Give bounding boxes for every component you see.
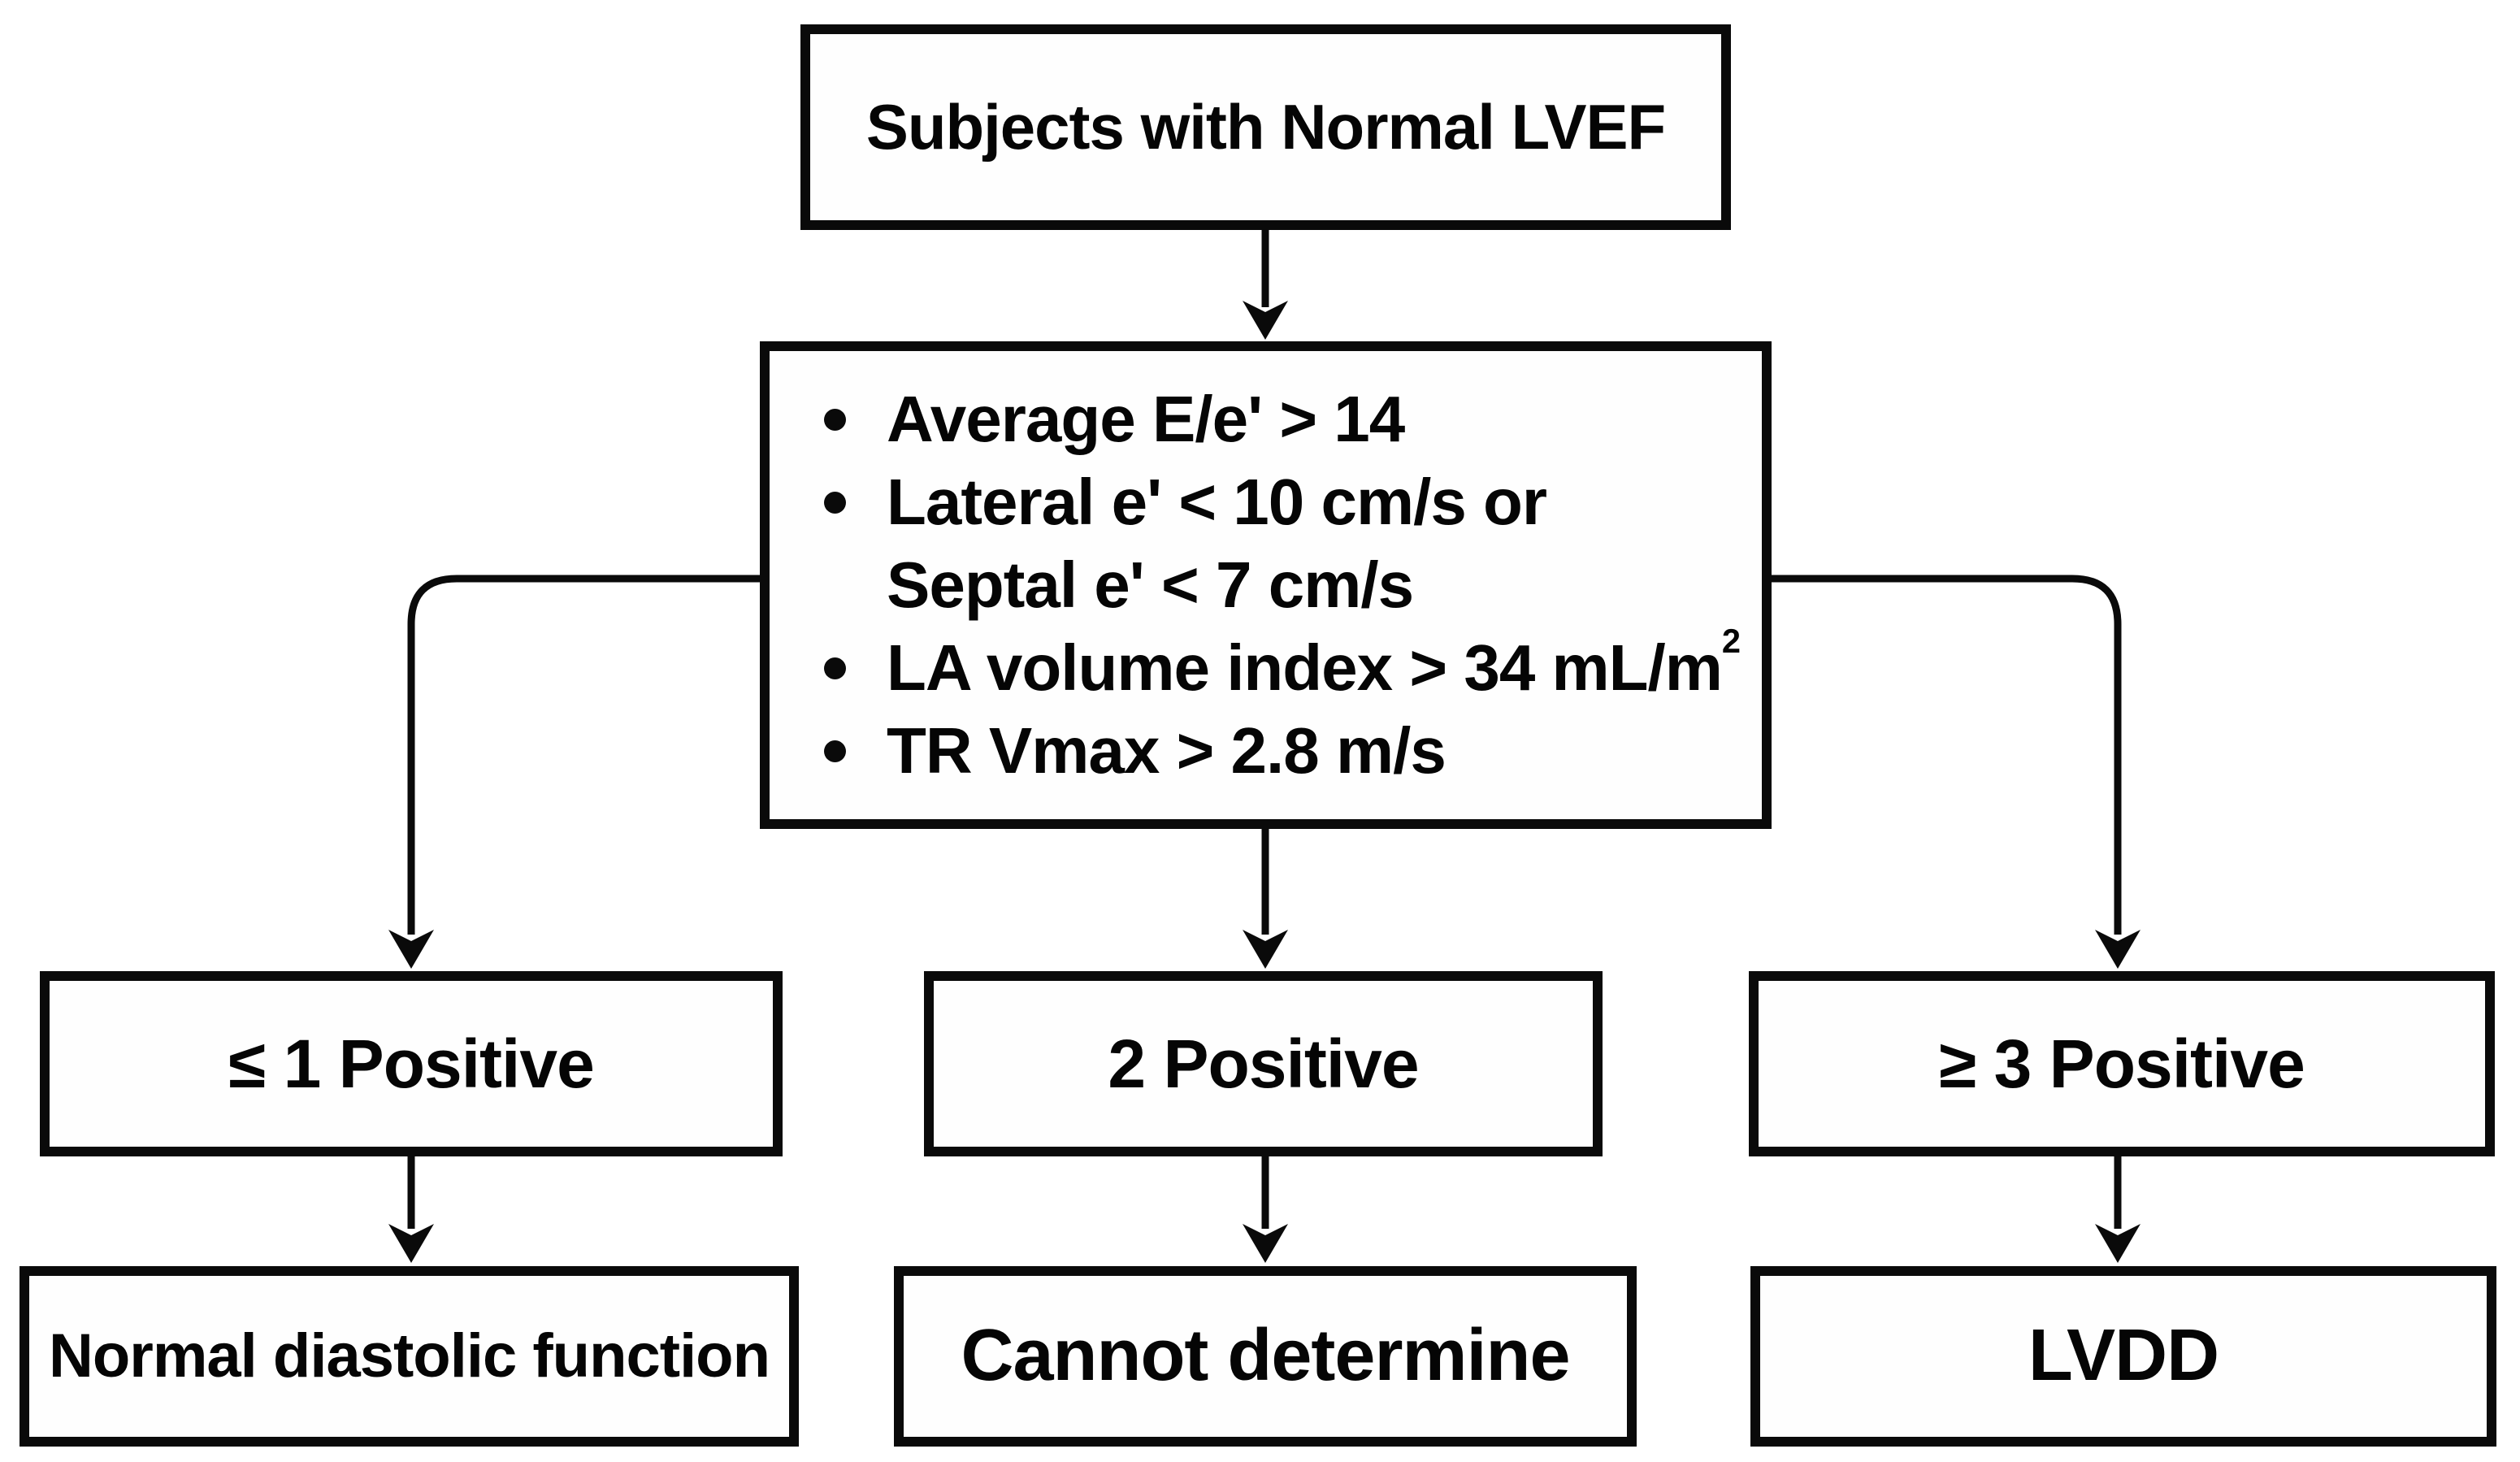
node-normal-diastolic-function-label: Normal diastolic function: [48, 1321, 770, 1391]
node-subjects-label: Subjects with Normal LVEF: [865, 90, 1666, 163]
node-cannot-determine: Cannot determine: [894, 1266, 1637, 1447]
arrowhead-criteria-to-2pos: [1243, 930, 1288, 969]
node-cannot-determine-label: Cannot determine: [961, 1315, 1570, 1397]
arrowhead-criteria-to-le1: [388, 930, 434, 969]
arrowhead-criteria-to-ge3: [2095, 930, 2140, 969]
node-criteria: Average E/e' > 14 Lateral e' < 10 cm/s o…: [760, 341, 1772, 829]
criteria-bullet-list: Average E/e' > 14 Lateral e' < 10 cm/s o…: [770, 351, 1762, 819]
node-ge3-positive: ≥ 3 Positive: [1749, 971, 2495, 1156]
bullet-icon: [824, 740, 846, 762]
node-ge3-positive-label: ≥ 3 Positive: [1939, 1025, 2305, 1102]
node-le1-positive: ≤ 1 Positive: [40, 971, 783, 1156]
arrowhead-ge3-to-lvdd: [2095, 1224, 2140, 1263]
node-2-positive-label: 2 Positive: [1108, 1025, 1419, 1102]
node-normal-diastolic-function: Normal diastolic function: [20, 1266, 799, 1447]
bullet-icon: [824, 409, 846, 431]
node-lvdd-label: LVDD: [2028, 1315, 2219, 1397]
arrowhead-2pos-to-cannot: [1243, 1224, 1288, 1263]
arrow-criteria-to-ge3-shaft: [1772, 575, 2122, 935]
bullet-icon: [824, 492, 846, 514]
bullet-icon: [824, 657, 846, 679]
node-le1-positive-label: ≤ 1 Positive: [228, 1025, 595, 1102]
arrowhead-root-to-criteria: [1243, 301, 1288, 340]
arrowhead-le1-to-normal: [388, 1224, 434, 1263]
criteria-item-label: TR Vmax > 2.8 m/s: [887, 714, 1447, 787]
arrow-criteria-to-le1-shaft: [407, 575, 760, 935]
node-subjects-normal-lvef: Subjects with Normal LVEF: [800, 24, 1731, 230]
node-2-positive: 2 Positive: [924, 971, 1603, 1156]
criteria-item-label: LA volume index > 34 mL/m2: [887, 621, 1741, 704]
criteria-item: TR Vmax > 2.8 m/s: [824, 709, 1762, 792]
criteria-item: LA volume index > 34 mL/m2: [824, 621, 1762, 709]
criteria-item-label: Average E/e' > 14: [887, 383, 1405, 455]
criteria-item: Average E/e' > 14: [824, 378, 1762, 461]
node-lvdd: LVDD: [1750, 1266, 2496, 1447]
